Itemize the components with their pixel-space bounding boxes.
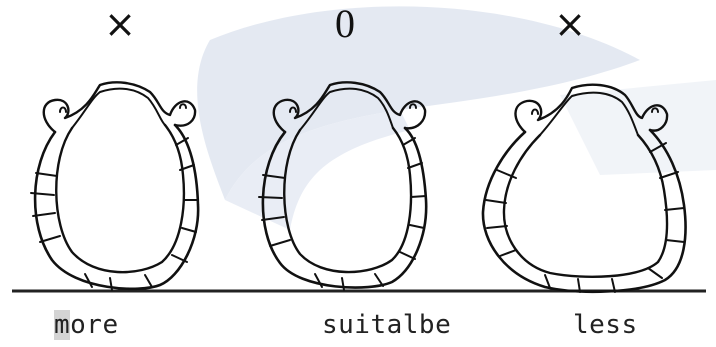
incorrect-mark-right: × — [554, 2, 586, 46]
label-more-rest: ore — [70, 310, 119, 340]
label-more-highlight: m — [54, 310, 71, 340]
label-less: less — [573, 310, 638, 340]
tire-suitable-inflation — [258, 81, 428, 291]
correct-mark-center: 0 — [335, 1, 355, 46]
label-suitable: suitalbe — [322, 310, 452, 340]
tire-less-inflation — [481, 83, 687, 294]
label-more: more — [54, 310, 119, 340]
tire-more-inflation — [30, 81, 200, 291]
incorrect-mark-left: × — [104, 2, 136, 46]
